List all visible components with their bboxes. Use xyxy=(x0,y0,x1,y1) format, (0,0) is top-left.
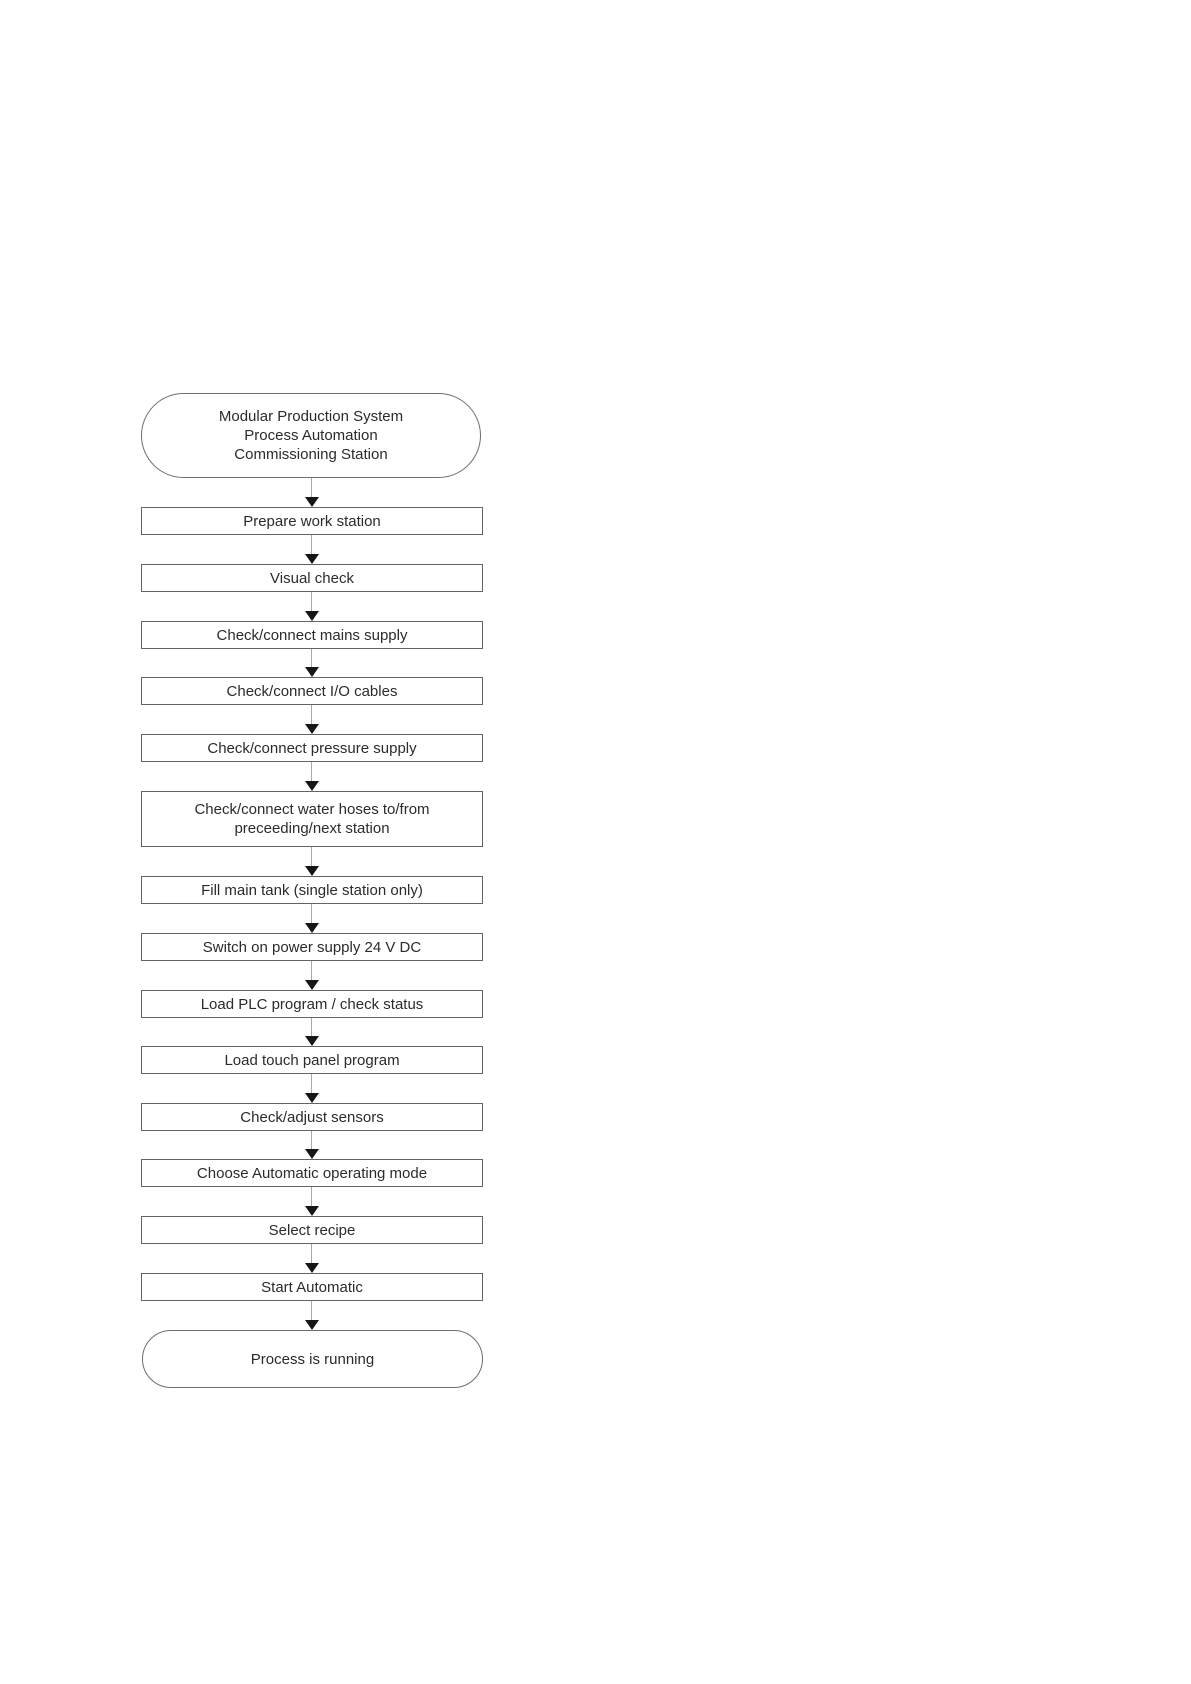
flow-node-end: Process is running xyxy=(142,1330,483,1388)
flow-arrow xyxy=(305,592,319,621)
arrowhead-icon xyxy=(305,1149,319,1159)
step-label: Load touch panel program xyxy=(224,1051,400,1069)
flow-step-check-adjust-sensors: Check/adjust sensors xyxy=(141,1103,483,1131)
arrowhead-icon xyxy=(305,554,319,564)
arrowhead-icon xyxy=(305,1320,319,1330)
start-node-text: Modular Production System Process Automa… xyxy=(219,407,403,464)
arrow-line xyxy=(311,705,312,726)
arrowhead-icon xyxy=(305,1206,319,1216)
arrow-line xyxy=(311,904,312,925)
arrow-line xyxy=(311,1018,312,1038)
start-line-3: Commissioning Station xyxy=(234,446,388,463)
start-line-1: Modular Production System xyxy=(218,408,404,425)
flow-arrow xyxy=(305,535,319,564)
flow-arrow xyxy=(305,1018,319,1046)
flow-arrow xyxy=(305,1187,319,1216)
arrowhead-icon xyxy=(305,497,319,507)
flow-arrow xyxy=(305,762,319,791)
step-label: Check/connect I/O cables xyxy=(226,682,398,700)
step-label: Select recipe xyxy=(268,1221,356,1239)
flow-step-load-plc-program: Load PLC program / check status xyxy=(141,990,483,1018)
arrow-line xyxy=(311,1131,312,1151)
arrow-line xyxy=(311,961,312,982)
arrowhead-icon xyxy=(305,866,319,876)
flow-step-switch-on-power-supply: Switch on power supply 24 V DC xyxy=(141,933,483,961)
flow-step-start-automatic: Start Automatic xyxy=(141,1273,483,1301)
flow-arrow xyxy=(305,1301,319,1330)
flow-step-check-connect-io-cables: Check/connect I/O cables xyxy=(141,677,483,705)
flow-arrow xyxy=(305,904,319,933)
step-label: Prepare work station xyxy=(243,512,381,530)
step-label: Choose Automatic operating mode xyxy=(196,1164,428,1182)
step-label: Load PLC program / check status xyxy=(200,995,424,1013)
arrow-line xyxy=(311,592,312,613)
flow-step-choose-automatic-operating-mode: Choose Automatic operating mode xyxy=(141,1159,483,1187)
flow-arrow xyxy=(305,1244,319,1273)
arrow-line xyxy=(311,847,312,868)
arrow-line xyxy=(311,535,312,556)
arrow-line xyxy=(311,1244,312,1265)
flow-step-prepare-work-station: Prepare work station xyxy=(141,507,483,535)
flow-node-start: Modular Production System Process Automa… xyxy=(141,393,481,478)
arrow-line xyxy=(311,649,312,669)
arrowhead-icon xyxy=(305,1036,319,1046)
flow-step-select-recipe: Select recipe xyxy=(141,1216,483,1244)
flow-arrow xyxy=(305,847,319,876)
flow-arrow xyxy=(305,705,319,734)
step-label: Check/connect mains supply xyxy=(216,626,408,644)
end-node-label: Process is running xyxy=(250,1350,375,1368)
arrowhead-icon xyxy=(305,980,319,990)
step-label: Fill main tank (single station only) xyxy=(201,881,423,899)
step-label: Check/adjust sensors xyxy=(240,1108,384,1126)
flow-step-fill-main-tank: Fill main tank (single station only) xyxy=(141,876,483,904)
arrowhead-icon xyxy=(305,781,319,791)
step-label: Visual check xyxy=(270,569,354,587)
arrowhead-icon xyxy=(305,667,319,677)
flow-arrow xyxy=(305,1131,319,1159)
flow-step-check-connect-mains-supply: Check/connect mains supply xyxy=(141,621,483,649)
arrow-line xyxy=(311,478,312,499)
flow-step-visual-check: Visual check xyxy=(141,564,483,592)
arrowhead-icon xyxy=(305,611,319,621)
flow-step-check-connect-pressure-supply: Check/connect pressure supply xyxy=(141,734,483,762)
flow-step-load-touch-panel-program: Load touch panel program xyxy=(141,1046,483,1074)
start-line-2: Process Automation xyxy=(244,427,378,444)
arrow-line xyxy=(311,762,312,783)
step-label: Check/connect pressure supply xyxy=(207,739,417,757)
flow-arrow xyxy=(305,1074,319,1103)
step-label: Check/connect water hoses to/from precee… xyxy=(194,801,430,837)
arrow-line xyxy=(311,1301,312,1322)
arrow-line xyxy=(311,1074,312,1095)
arrowhead-icon xyxy=(305,1093,319,1103)
flow-arrow xyxy=(305,478,319,507)
step-label: Start Automatic xyxy=(261,1278,363,1296)
arrowhead-icon xyxy=(305,923,319,933)
flow-arrow xyxy=(305,961,319,990)
flow-arrow xyxy=(305,649,319,677)
flow-step-check-connect-water-hoses: Check/connect water hoses to/from precee… xyxy=(141,791,483,847)
arrowhead-icon xyxy=(305,724,319,734)
arrowhead-icon xyxy=(305,1263,319,1273)
step-label: Switch on power supply 24 V DC xyxy=(202,938,422,956)
arrow-line xyxy=(311,1187,312,1208)
